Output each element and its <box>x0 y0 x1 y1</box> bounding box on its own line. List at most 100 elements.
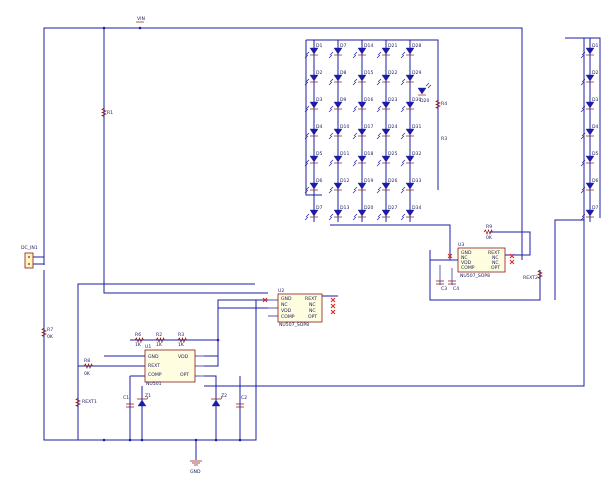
led-diode: D20 <box>352 205 373 221</box>
led-label: D1 <box>316 43 323 49</box>
svg-text:C4: C4 <box>453 286 459 292</box>
led-label: D15 <box>364 70 373 76</box>
r1-branch-wire <box>103 28 268 294</box>
led-matrix: D1D2D3D4D5D6D7D7D8D9D10D11D12D13D14D15D1… <box>304 38 599 222</box>
vin-rail-wire <box>43 27 523 265</box>
led-label: D17 <box>364 124 373 130</box>
led-diode: D32 <box>400 151 421 167</box>
led-diode: D10 <box>328 124 349 140</box>
led-diode: D24 <box>376 124 397 140</box>
led-diode: D11 <box>328 151 349 167</box>
z2-wire <box>204 375 217 440</box>
svg-text:C3: C3 <box>441 286 447 292</box>
svg-text:REXT: REXT <box>488 250 500 256</box>
led-label: D2 <box>316 70 323 76</box>
led-diode: D25 <box>376 151 397 167</box>
u3-nc-marks-right <box>509 253 515 265</box>
u3-nc-mark-left <box>447 253 453 259</box>
u1-vdd-to-u2 <box>217 299 268 340</box>
svg-text:D20: D20 <box>420 98 429 104</box>
led-diode: D18 <box>352 151 373 167</box>
led-diode: D3 <box>580 97 599 113</box>
led-top-bus <box>306 39 439 190</box>
svg-text:R9: R9 <box>486 224 492 230</box>
led-label: D12 <box>340 178 349 184</box>
led-diode: D7 <box>580 205 599 221</box>
svg-text:VDD: VDD <box>461 260 472 266</box>
zener-z2: Z2 <box>211 393 227 407</box>
u3-part: NU507_SOP8 <box>460 273 490 279</box>
svg-text:0K: 0K <box>486 235 493 241</box>
right-col-bus <box>565 37 601 218</box>
led-label: D31 <box>412 124 421 130</box>
u1-vdd2-wire <box>204 307 268 367</box>
led-diode: D22 <box>376 70 397 86</box>
led-label: D32 <box>412 151 421 157</box>
led-label: D4 <box>592 124 599 130</box>
led-label: D3 <box>592 97 599 103</box>
chip-u3: U3 GND NC VDD COMP REXT NC NC OPT NU507_… <box>447 242 515 279</box>
vin-text: VIN <box>137 16 145 22</box>
led-label: D11 <box>340 151 349 157</box>
svg-text:REXT: REXT <box>305 296 317 302</box>
led-label: D34 <box>412 205 421 211</box>
led-diode: D8 <box>328 70 347 86</box>
led-diode: D33 <box>400 178 421 194</box>
svg-text:GND: GND <box>461 250 472 256</box>
led-left-bus <box>305 40 322 196</box>
capacitor-c4: C4 <box>448 268 459 292</box>
resistor-r2: R2 1K <box>155 332 165 348</box>
led-diode: D6 <box>304 178 323 194</box>
led-label: D6 <box>316 178 323 184</box>
svg-text:C2: C2 <box>241 395 247 401</box>
u2-nc-marks-right <box>330 297 336 315</box>
led-label: D28 <box>412 43 421 49</box>
led-diode: D26 <box>376 178 397 194</box>
svg-text:OPT: OPT <box>491 265 500 271</box>
right-col-return <box>554 219 584 300</box>
u1-opt-wire <box>204 38 585 387</box>
led-label: D30 <box>412 97 421 103</box>
led-label: D23 <box>388 97 397 103</box>
led-label: D5 <box>592 151 599 157</box>
led-label: D2 <box>592 70 599 76</box>
u1-pin-gnd: GND <box>148 354 159 360</box>
led-diode: D19 <box>352 178 373 194</box>
svg-text:1K: 1K <box>135 342 142 348</box>
svg-text:Z2: Z2 <box>221 393 227 399</box>
led-diode: D1 <box>580 43 599 59</box>
led-diode: D12 <box>328 178 349 194</box>
led-label: D5 <box>316 151 323 157</box>
svg-text:NC: NC <box>461 255 468 261</box>
led-label: D19 <box>364 178 373 184</box>
u2-nc-mark <box>262 297 268 303</box>
dc-in-connector: DC_IN1 <box>21 245 44 269</box>
u3-r9-wire <box>490 231 531 256</box>
led-d20: D20 <box>417 82 432 104</box>
u1-refdes: U1 <box>145 344 151 350</box>
svg-text:NC: NC <box>492 255 499 261</box>
resistor-r3: R3 1K <box>177 332 187 348</box>
led-diode: D29 <box>400 70 421 86</box>
led-label: D33 <box>412 178 421 184</box>
svg-text:REXT2: REXT2 <box>523 275 538 281</box>
led-label: D20 <box>364 205 373 211</box>
u3-frame-wire <box>429 250 541 301</box>
led-diode: D5 <box>580 151 599 167</box>
led-diode: D23 <box>376 97 397 113</box>
capacitor-c2: C2 <box>236 395 247 408</box>
svg-text:R8: R8 <box>84 358 90 364</box>
led-label: D24 <box>388 124 397 130</box>
led-label: D8 <box>340 70 347 76</box>
led-diode: D6 <box>580 178 599 194</box>
led-label: D7 <box>316 205 323 211</box>
svg-text:COMP: COMP <box>461 265 475 271</box>
svg-text:R4: R4 <box>441 101 447 107</box>
dc-in-label: DC_IN1 <box>21 245 38 251</box>
svg-text:1K: 1K <box>178 342 185 348</box>
resistor-r3-matrix: R3 <box>441 136 447 142</box>
svg-text:R6: R6 <box>135 332 141 338</box>
led-label: D26 <box>388 178 397 184</box>
led-diode: D30 <box>400 97 421 113</box>
